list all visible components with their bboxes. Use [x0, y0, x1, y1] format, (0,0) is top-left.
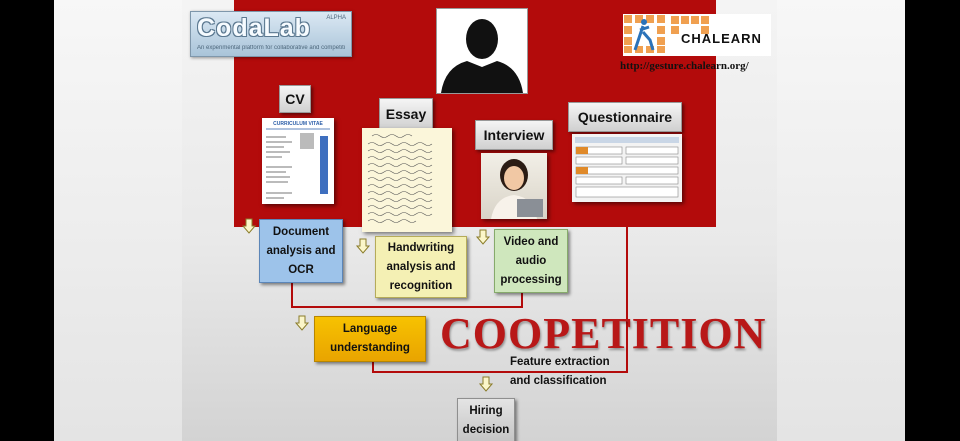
codalab-tagline: An experimental platform for collaborati…	[197, 45, 345, 51]
language-line-1: Language	[342, 323, 398, 335]
arrow-down-icon	[242, 218, 256, 234]
video-audio-processing-box: Video and audio processing	[494, 229, 568, 293]
questionnaire-form-image	[572, 134, 682, 202]
handwriting-lines-icon	[367, 134, 433, 223]
connector-questionnaire-vertical	[626, 227, 628, 373]
document-line-2: analysis and	[266, 244, 336, 257]
video-line-2: audio	[515, 254, 547, 267]
slide: CodaLab ALPHA An experimental platform f…	[54, 0, 905, 441]
document-line-1: Document	[272, 225, 330, 238]
video-line-1: Video and	[503, 235, 559, 248]
cv-heading: CURRICULUM VITAE	[273, 121, 323, 127]
chalearn-text: CHALEARN	[681, 31, 762, 46]
input-essay-title: Essay	[379, 98, 433, 130]
codalab-brand: CodaLab	[197, 14, 311, 42]
hiring-line-2: decision	[462, 423, 510, 436]
hiring-decision-box: Hiring decision	[457, 398, 515, 441]
codalab-alpha: ALPHA	[326, 15, 346, 21]
connector-bottom-horizontal	[372, 371, 628, 373]
connector-language-vertical	[372, 360, 374, 373]
arrow-down-icon	[356, 238, 370, 254]
input-cv-title: CV	[279, 85, 311, 113]
left-sidebar	[54, 0, 182, 441]
chalearn-url[interactable]: http://gesture.chalearn.org/	[620, 60, 749, 72]
chalearn-figure-icon	[624, 15, 665, 53]
input-questionnaire-title: Questionnaire	[568, 102, 682, 132]
chalearn-logo: CHALEARN	[623, 14, 771, 56]
arrow-down-icon	[476, 229, 490, 245]
feature-line-2: and classification	[510, 375, 607, 387]
essay-handwriting-image	[362, 128, 452, 232]
connector-doc-video-horizontal	[291, 306, 523, 308]
handwriting-line-2: analysis and	[386, 260, 456, 273]
right-sidebar	[777, 0, 905, 441]
arrow-down-icon	[479, 376, 493, 392]
document-line-3: OCR	[288, 263, 314, 276]
language-understanding-box: Language understanding	[314, 316, 426, 362]
connector-doc-video-vertical-right	[521, 292, 523, 308]
codalab-logo: CodaLab ALPHA An experimental platform f…	[190, 11, 352, 57]
feature-extraction-label: Feature extraction and classification	[510, 353, 610, 391]
handwriting-line-1: Handwriting	[387, 241, 455, 254]
handwriting-analysis-box: Handwriting analysis and recognition	[375, 236, 467, 298]
chalearn-dots-icon	[671, 16, 709, 34]
arrow-down-icon	[295, 315, 309, 331]
interview-photo-image	[481, 153, 547, 219]
video-line-3: processing	[500, 273, 562, 286]
form-fields-icon	[575, 137, 679, 198]
handwriting-line-3: recognition	[389, 279, 453, 292]
coopetition-title: COOPETITION	[440, 309, 767, 358]
feature-line-1: Feature extraction	[510, 356, 610, 368]
hiring-line-1: Hiring	[469, 404, 503, 417]
cv-lines-icon	[266, 128, 330, 199]
person-silhouette-icon	[436, 8, 528, 94]
connector-doc-video-vertical-left	[291, 282, 293, 308]
input-interview-title: Interview	[475, 120, 553, 150]
cv-document-image: CURRICULUM VITAE	[262, 118, 334, 204]
interviewee-icon	[491, 159, 543, 219]
language-line-2: understanding	[330, 342, 410, 354]
